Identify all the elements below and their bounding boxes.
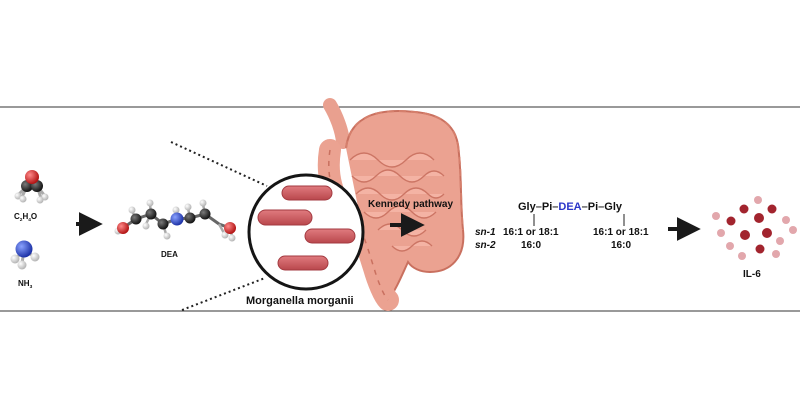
bacterium-rod-4	[277, 255, 329, 271]
cytokine-dot-14	[772, 250, 780, 258]
cytokine-dot-15	[738, 252, 746, 260]
lipid-backbone: Gly–Pi–DEA–Pi–Gly	[518, 201, 623, 213]
dea-molecule	[114, 199, 236, 242]
cytokine-dot-10	[762, 228, 772, 238]
cytokine-dot-12	[726, 242, 734, 250]
ammonia-molecule	[10, 240, 40, 270]
cytokine-dot-5	[726, 216, 736, 226]
bacteria-name-label: Morganella morganii	[246, 295, 354, 307]
cytokine-dot-1	[754, 196, 762, 204]
cytokine-dot-6	[754, 213, 764, 223]
cytokine-dot-11	[776, 237, 784, 245]
sn2-label: sn-2	[475, 240, 496, 251]
backbone-dea: DEA	[558, 201, 582, 213]
backbone-pi-right: Pi	[587, 201, 599, 213]
bacteria-group	[257, 185, 356, 271]
epoxide-molecule	[14, 170, 49, 204]
right-sn1-chain: 16:1 or 18:1	[593, 227, 649, 238]
cytokine-dot-16	[789, 226, 797, 234]
sn1-label: sn-1	[475, 227, 496, 238]
bacterium-rod-2	[257, 209, 313, 226]
dea-molecule-label: DEA	[161, 250, 178, 259]
cytokine-dot-7	[782, 216, 790, 224]
bacterium-rod-1	[281, 185, 333, 201]
left-sn2-chain: 16:0	[521, 240, 542, 251]
cytokine-dot-3	[767, 204, 777, 214]
cytokine-dot-4	[712, 212, 720, 220]
backbone-gly-right: Gly	[604, 201, 623, 213]
kennedy-pathway-label: Kennedy pathway	[368, 199, 454, 210]
cytokine-dot-9	[740, 230, 750, 240]
backbone-gly-left: Gly	[518, 201, 536, 213]
bacterium-rod-3	[304, 228, 356, 244]
ammonia-formula-label: NH3	[18, 279, 33, 290]
cytokine-dot-13	[755, 244, 765, 254]
epoxide-formula-label: C2H4O	[14, 212, 38, 223]
zoom-line-top	[170, 141, 268, 187]
right-sn2-chain: 16:0	[611, 240, 632, 251]
backbone-pi-left: Pi	[541, 201, 553, 213]
left-sn1-chain: 16:1 or 18:1	[503, 227, 559, 238]
cytokine-dot-8	[717, 229, 725, 237]
il6-label: IL-6	[743, 269, 761, 280]
il6-cytokine-cluster	[712, 196, 797, 260]
cytokine-dot-2	[739, 204, 749, 214]
